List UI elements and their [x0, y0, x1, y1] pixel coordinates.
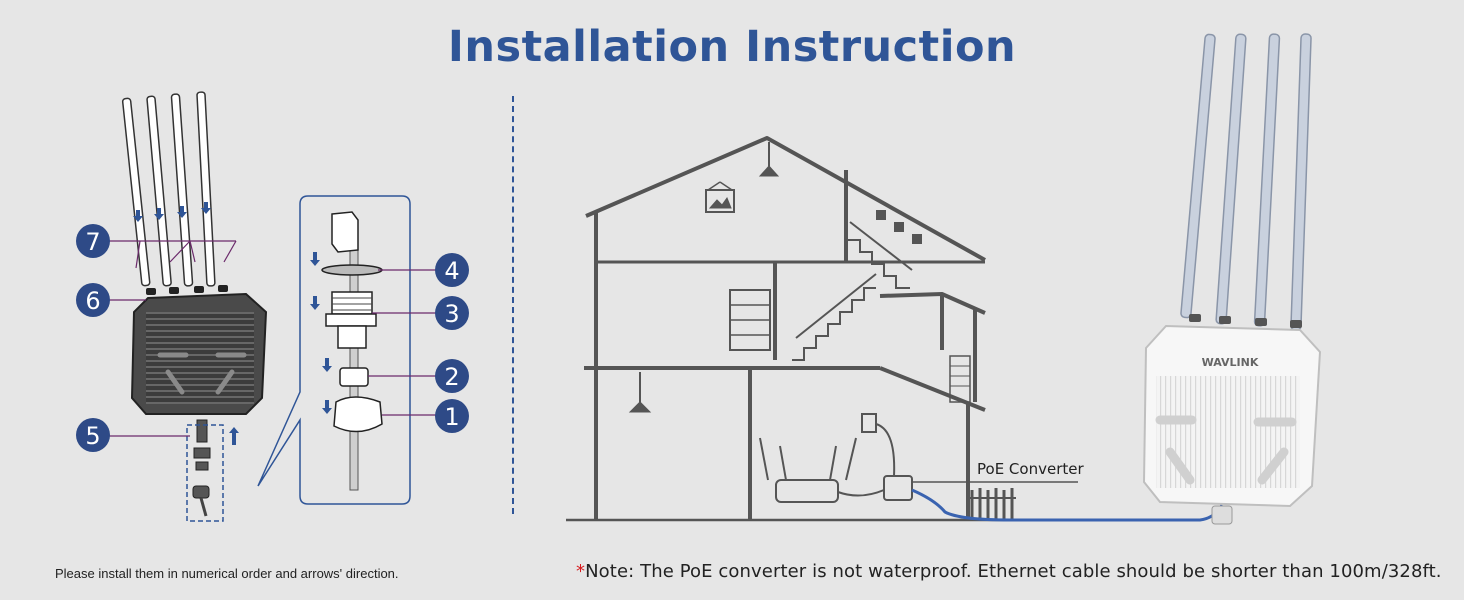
step-badge-4: 4	[435, 253, 469, 287]
poe-converter-label: PoE Converter	[977, 460, 1084, 478]
waterproof-note: *Note: The PoE converter is not waterpro…	[576, 561, 1442, 582]
step-badges: 1 2 3 4 5 6 7	[76, 224, 469, 452]
svg-text:1: 1	[444, 403, 459, 431]
step-badge-2: 2	[435, 359, 469, 393]
house-details	[628, 142, 1016, 520]
step-badge-5: 5	[76, 418, 110, 452]
step-badge-1: 1	[435, 399, 469, 433]
poe-converter	[837, 413, 1078, 501]
install-order-caption: Please install them in numerical order a…	[55, 566, 399, 581]
house-illustration	[566, 136, 1010, 522]
step-badge-3: 3	[435, 296, 469, 330]
svg-text:6: 6	[85, 287, 100, 315]
zoom-callout	[257, 195, 436, 505]
svg-text:7: 7	[85, 228, 100, 256]
svg-text:WAVLINK: WAVLINK	[1202, 356, 1259, 369]
note-text: Note: The PoE converter is not waterproo…	[585, 561, 1442, 582]
exploded-device	[108, 91, 268, 522]
page-title: Installation Instruction	[447, 22, 1017, 72]
section-divider	[512, 96, 514, 514]
svg-text:2: 2	[444, 363, 459, 391]
step-badge-7: 7	[76, 224, 110, 258]
svg-text:3: 3	[444, 300, 459, 328]
indoor-router	[759, 437, 857, 503]
svg-text:4: 4	[444, 257, 459, 285]
assembled-device: WAVLINK	[1142, 33, 1322, 525]
svg-text:5: 5	[85, 422, 100, 450]
note-asterisk: *	[576, 561, 586, 582]
step-badge-6: 6	[76, 283, 110, 317]
